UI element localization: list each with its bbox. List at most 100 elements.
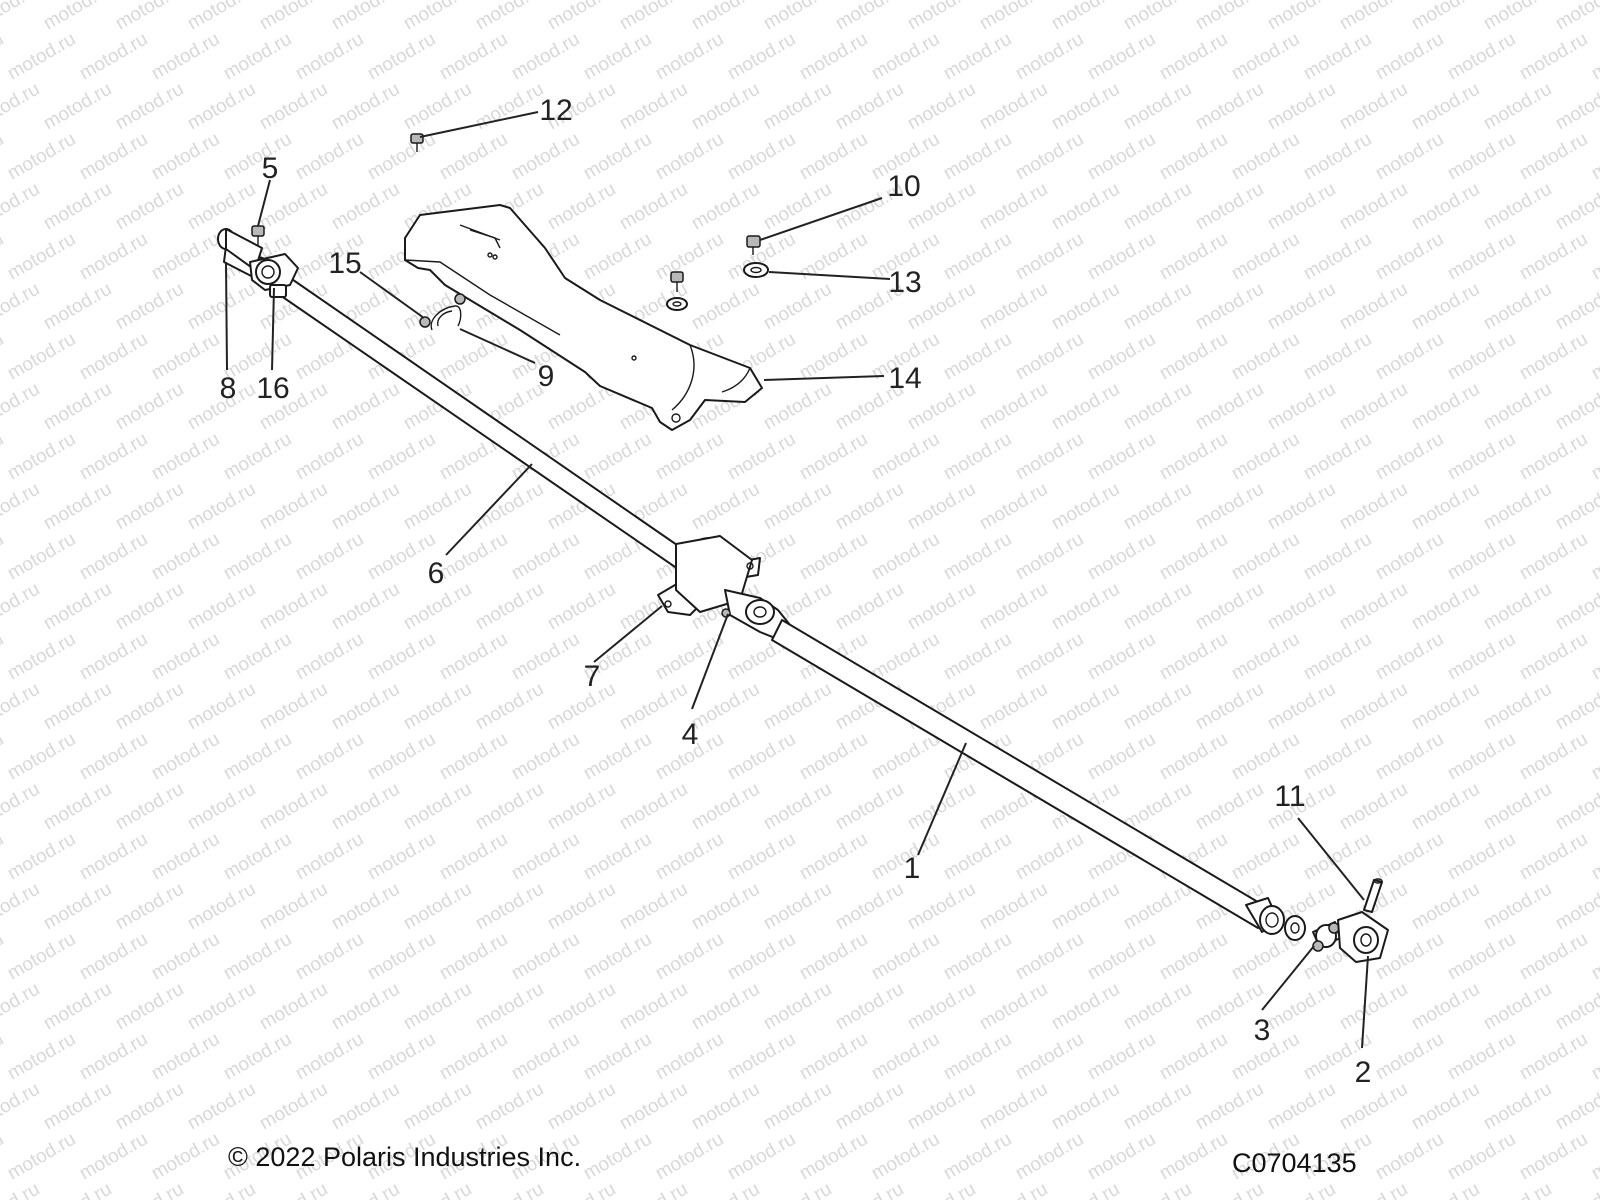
watermark-text: motod.ru <box>1444 829 1519 885</box>
watermark-text: motod.ru <box>184 579 259 635</box>
watermark-text: motod.ru <box>436 729 511 785</box>
watermark-text: motod.ru <box>1336 1179 1411 1200</box>
watermark-text: motod.ru <box>256 1179 331 1200</box>
watermark-text: motod.ru <box>184 779 259 835</box>
watermark-text: motod.ru <box>0 1129 7 1185</box>
watermark-text: motod.ru <box>688 0 763 34</box>
watermark-text: motod.ru <box>1516 1029 1591 1085</box>
watermark-text: motod.ru <box>832 479 907 535</box>
clamp-9 <box>419 293 466 331</box>
watermark-text: motod.ru <box>328 0 403 34</box>
watermark-text: motod.ru <box>1120 579 1195 635</box>
watermark-text: motod.ru <box>0 379 43 435</box>
watermark-text: motod.ru <box>400 1179 475 1200</box>
watermark-text: motod.ru <box>1084 1129 1159 1185</box>
watermark-text: motod.ru <box>328 1179 403 1200</box>
watermark-text: motod.ru <box>1336 279 1411 335</box>
watermark-text: motod.ru <box>1264 479 1339 535</box>
watermark-text: motod.ru <box>292 529 367 585</box>
watermark-text: motod.ru <box>1192 479 1267 535</box>
watermark-text: motod.ru <box>1192 579 1267 635</box>
watermark-text: motod.ru <box>1084 429 1159 485</box>
watermark-text: motod.ru <box>904 0 979 34</box>
front-yoke <box>249 225 299 298</box>
watermark-text: motod.ru <box>1444 1029 1519 1085</box>
watermark-text: motod.ru <box>1300 329 1375 385</box>
watermark-text: motod.ru <box>0 579 43 635</box>
watermark-text: motod.ru <box>580 929 655 985</box>
copyright-notice: © 2022 Polaris Industries Inc. <box>228 1142 582 1172</box>
watermark-text: motod.ru <box>0 479 43 535</box>
watermark-text: motod.ru <box>76 529 151 585</box>
watermark-text: motod.ru <box>328 1079 403 1135</box>
watermark-text: motod.ru <box>76 129 151 185</box>
watermark-text: motod.ru <box>616 979 691 1035</box>
watermark-text: motod.ru <box>832 79 907 135</box>
watermark-text: motod.ru <box>1588 329 1600 385</box>
watermark-text: motod.ru <box>652 1029 727 1085</box>
watermark-text: motod.ru <box>436 1029 511 1085</box>
watermark-text: motod.ru <box>148 1029 223 1085</box>
watermark-text: motod.ru <box>652 429 727 485</box>
callout-13: 13 <box>888 266 921 299</box>
watermark-text: motod.ru <box>976 679 1051 735</box>
watermark-text: motod.ru <box>724 1129 799 1185</box>
watermark-text: motod.ru <box>1588 929 1600 985</box>
watermark-text: motod.ru <box>4 1029 79 1085</box>
watermark-text: motod.ru <box>1228 229 1303 285</box>
watermark-text: motod.ru <box>760 279 835 335</box>
watermark-text: motod.ru <box>1480 879 1555 935</box>
watermark-text: motod.ru <box>400 879 475 935</box>
watermark-text: motod.ru <box>1300 429 1375 485</box>
callout-9: 9 <box>538 360 555 393</box>
heat-shield <box>404 204 763 431</box>
watermark-text: motod.ru <box>0 229 7 285</box>
watermark-text: motod.ru <box>1264 579 1339 635</box>
callout-15: 15 <box>328 247 361 280</box>
callout-7: 7 <box>584 660 601 693</box>
watermark-text: motod.ru <box>760 379 835 435</box>
watermark-text: motod.ru <box>1408 279 1483 335</box>
watermark-text: motod.ru <box>220 929 295 985</box>
watermark-text: motod.ru <box>1300 229 1375 285</box>
watermark-text: motod.ru <box>1444 229 1519 285</box>
watermark-text: motod.ru <box>1552 0 1600 34</box>
watermark-text: motod.ru <box>616 1179 691 1200</box>
watermark-text: motod.ru <box>220 729 295 785</box>
watermark-text: motod.ru <box>940 29 1015 85</box>
watermark-text: motod.ru <box>1156 529 1231 585</box>
watermark-text: motod.ru <box>1372 1129 1447 1185</box>
watermark-text: motod.ru <box>328 879 403 935</box>
watermark-text: motod.ru <box>40 879 115 935</box>
watermark-text: motod.ru <box>1336 79 1411 135</box>
watermark-text: motod.ru <box>1228 129 1303 185</box>
watermark-text: motod.ru <box>1156 429 1231 485</box>
watermark-text: motod.ru <box>184 1179 259 1200</box>
watermark-text: motod.ru <box>0 979 43 1035</box>
callout-5: 5 <box>262 152 279 185</box>
watermark-text: motod.ru <box>220 1029 295 1085</box>
watermark-text: motod.ru <box>1336 779 1411 835</box>
watermark-text: motod.ru <box>940 1129 1015 1185</box>
watermark-text: motod.ru <box>508 129 583 185</box>
watermark-text: motod.ru <box>976 179 1051 235</box>
watermark-text: motod.ru <box>4 329 79 385</box>
watermark-text: motod.ru <box>1480 679 1555 735</box>
watermark-text: motod.ru <box>688 879 763 935</box>
callout-2: 2 <box>1355 1056 1372 1089</box>
callout-4: 4 <box>682 718 699 751</box>
watermark-text: motod.ru <box>976 579 1051 635</box>
watermark-text: motod.ru <box>1552 679 1600 735</box>
watermark-text: motod.ru <box>868 1029 943 1085</box>
watermark-text: motod.ru <box>904 1179 979 1200</box>
watermark-text: motod.ru <box>1192 179 1267 235</box>
watermark-text: motod.ru <box>616 879 691 935</box>
watermark-text: motod.ru <box>616 179 691 235</box>
watermark-text: motod.ru <box>652 1129 727 1185</box>
watermark-text: motod.ru <box>1336 479 1411 535</box>
front-shaft <box>771 619 1306 941</box>
watermark-text: motod.ru <box>1372 329 1447 385</box>
watermark-text: motod.ru <box>868 529 943 585</box>
watermark-text: motod.ru <box>1552 279 1600 335</box>
watermark-text: motod.ru <box>4 29 79 85</box>
